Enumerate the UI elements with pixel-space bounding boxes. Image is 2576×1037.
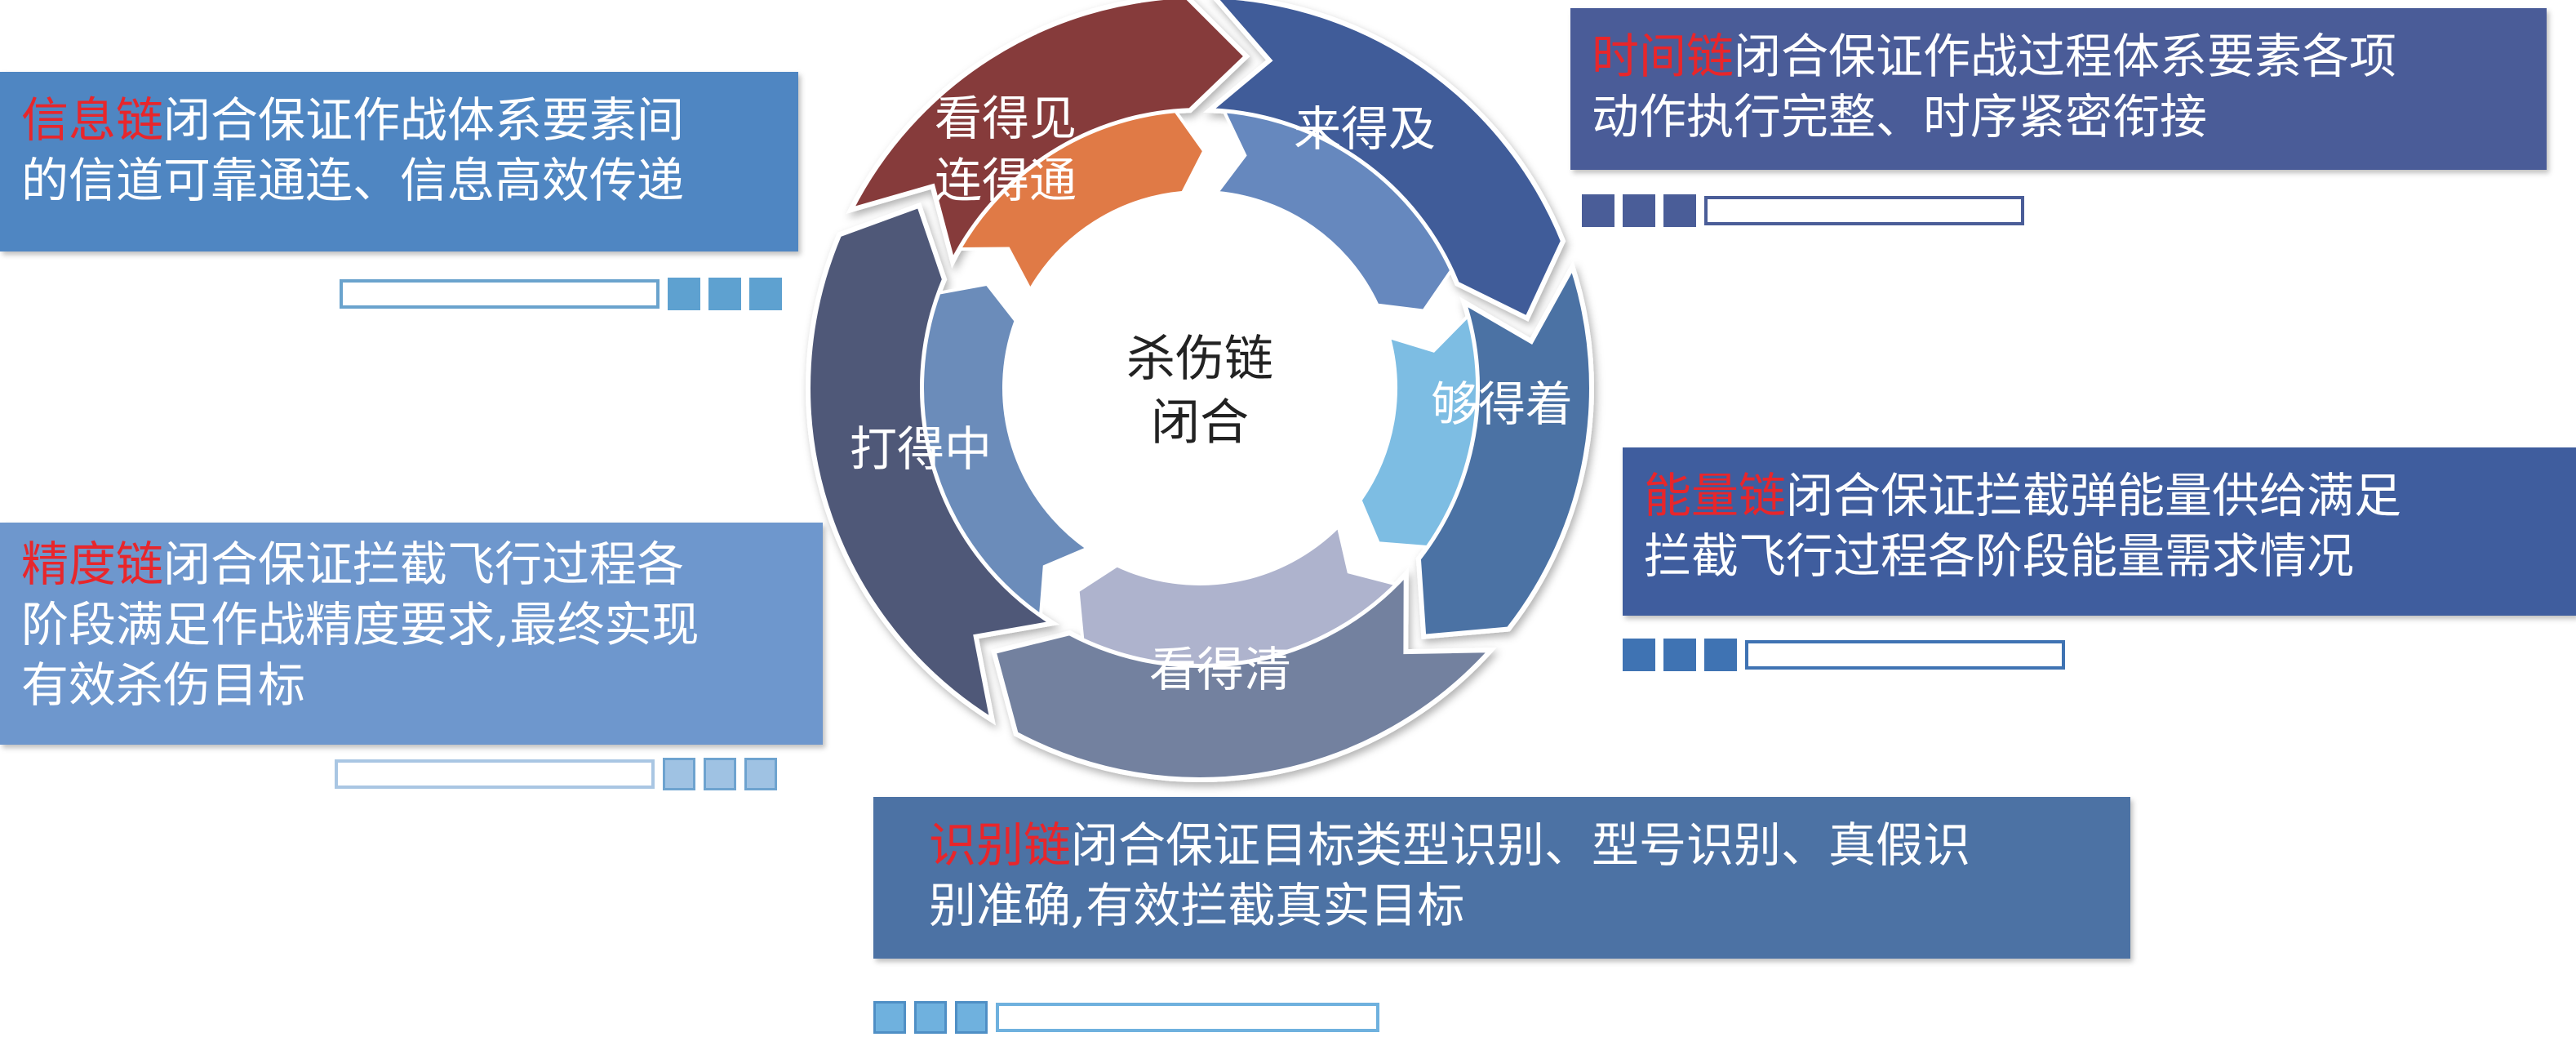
accuracy-chain-line3: 有效杀伤目标: [21, 657, 306, 713]
time-chain-line1: 时间链闭合保证作战过程体系要素各项: [1592, 29, 2397, 84]
deco-square: [1582, 194, 1614, 227]
info-chain-panel: 信息链闭合保证作战体系要素间 的信道可靠通连、信息高效传递: [0, 72, 798, 251]
energy-chain-line2: 拦截飞行过程各阶段能量需求情况: [1644, 528, 2355, 584]
accuracy-chain-line2: 阶段满足作战精度要求,最终实现: [21, 597, 700, 652]
ring-label-energy: 够得着: [1431, 376, 1573, 432]
info-chain-highlight: 信息链: [21, 92, 164, 148]
time-chain-panel: 时间链闭合保证作战过程体系要素各项 动作执行完整、时序紧密衔接: [1570, 8, 2547, 170]
center-label-line2: 闭合: [1151, 394, 1249, 452]
deco-square: [1704, 639, 1737, 671]
recognition-chain-deco: [873, 1001, 1379, 1034]
accuracy-chain-highlight: 精度链: [21, 536, 164, 592]
time-chain-deco: [1582, 194, 2024, 227]
deco-bar: [996, 1003, 1379, 1032]
ring-label-info-2: 连得通: [935, 153, 1077, 208]
deco-bar: [1704, 196, 2024, 225]
deco-square: [749, 278, 782, 310]
deco-bar: [335, 759, 655, 789]
recognition-chain-line1: 识别链闭合保证目标类型识别、型号识别、真假识: [929, 817, 1971, 873]
deco-bar: [340, 279, 660, 309]
deco-square: [663, 758, 695, 790]
accuracy-chain-panel: 精度链闭合保证拦截飞行过程各 阶段满足作战精度要求,最终实现 有效杀伤目标: [0, 523, 823, 745]
info-chain-deco: [340, 278, 782, 310]
deco-square: [704, 758, 736, 790]
recognition-chain-panel: 识别链闭合保证目标类型识别、型号识别、真假识 别准确,有效拦截真实目标: [873, 797, 2130, 959]
ring-label-recog: 看得清: [1149, 642, 1291, 697]
energy-chain-deco: [1623, 639, 2065, 671]
deco-square: [708, 278, 741, 310]
center-hub: [1004, 192, 1396, 584]
accuracy-chain-line1: 精度链闭合保证拦截飞行过程各: [21, 536, 685, 592]
deco-square: [744, 758, 777, 790]
deco-square: [1623, 639, 1655, 671]
deco-square: [955, 1001, 988, 1034]
ring-label-accuracy: 打得中: [850, 421, 992, 477]
ring-label-time: 来得及: [1294, 101, 1436, 157]
energy-chain-highlight: 能量链: [1644, 468, 1787, 523]
deco-square: [1663, 194, 1696, 227]
info-chain-line1: 信息链闭合保证作战体系要素间: [21, 92, 685, 148]
recognition-chain-highlight: 识别链: [929, 817, 1072, 873]
recognition-chain-line2: 别准确,有效拦截真实目标: [929, 878, 1465, 933]
time-chain-line2: 动作执行完整、时序紧密衔接: [1592, 89, 2208, 145]
deco-square: [668, 278, 700, 310]
deco-square: [914, 1001, 947, 1034]
deco-square: [1663, 639, 1696, 671]
time-chain-highlight: 时间链: [1592, 29, 1734, 84]
accuracy-chain-deco: [335, 758, 777, 790]
energy-chain-line1: 能量链闭合保证拦截弹能量供给满足: [1644, 468, 2402, 523]
energy-chain-panel: 能量链闭合保证拦截弹能量供给满足 拦截飞行过程各阶段能量需求情况: [1623, 447, 2576, 616]
center-label-line1: 杀伤链: [1126, 331, 1273, 388]
deco-bar: [1745, 640, 2065, 670]
ring-label-info-1: 看得见: [935, 91, 1077, 146]
deco-square: [873, 1001, 906, 1034]
info-chain-line2: 的信道可靠通连、信息高效传递: [21, 153, 685, 208]
deco-square: [1623, 194, 1655, 227]
